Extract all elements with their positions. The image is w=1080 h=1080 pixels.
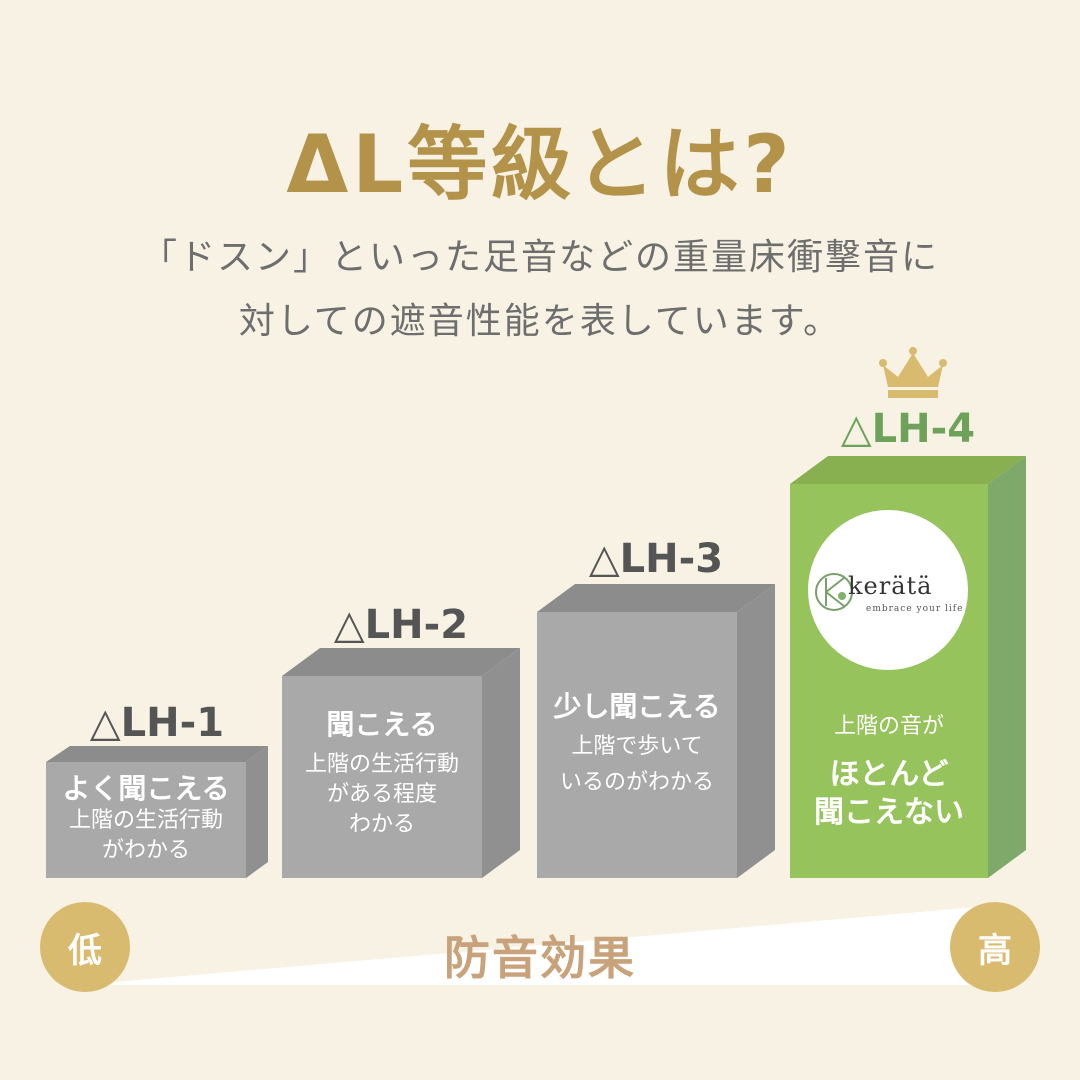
level-label-lh1: △LH-1	[89, 700, 225, 746]
subtitle-line-2: 対しての遮音性能を表しています。	[238, 301, 842, 342]
box-lh2-desc-3: わかる	[348, 812, 415, 837]
box-lh2-desc-2: がある程度	[326, 782, 437, 807]
box-lh1	[46, 746, 268, 878]
box-lh4-text: 上階の音が ほとんど 聞こえない	[790, 712, 988, 832]
box-lh2-heading: 聞こえる	[326, 708, 438, 741]
subtitle-line-1: 「ドスン」といった足音などの重量床衝撃音に	[140, 237, 939, 278]
brand-name: kerätä	[848, 572, 933, 600]
box-lh4-pre: 上階の音が	[833, 714, 944, 739]
level-label-lh2: △LH-2	[333, 602, 469, 648]
box-lh3-desc-1: 上階で歩いて	[571, 734, 703, 759]
box-lh2-text: 聞こえる 上階の生活行動 がある程度 わかる	[282, 708, 482, 840]
brand-logo-circle	[808, 510, 968, 670]
box-lh4-heading-2: 聞こえない	[814, 795, 964, 830]
box-lh4-heading-1: ほとんど	[829, 757, 949, 792]
box-lh3-heading: 少し聞こえる	[553, 690, 721, 723]
level-label-lh3: △LH-3	[588, 536, 724, 582]
box-lh2-desc-1: 上階の生活行動	[304, 752, 459, 777]
box-lh2	[282, 648, 520, 878]
low-circle: 低	[40, 902, 130, 992]
brand-tagline: embrace your life	[866, 604, 964, 614]
page-title: ΔL等級とは?	[286, 118, 794, 211]
effect-label: 防音効果	[444, 931, 636, 985]
box-lh1-text: よく聞こえる 上階の生活行動 がわかる	[46, 772, 246, 866]
effect-wedge	[80, 905, 1000, 985]
clover-logo-icon	[815, 573, 853, 611]
level-label-lh4: △LH-4	[840, 406, 976, 452]
box-lh3	[537, 584, 775, 878]
box-lh1-desc-2: がわかる	[101, 838, 190, 863]
crown-icon	[879, 347, 947, 398]
box-lh1-heading: よく聞こえる	[62, 772, 230, 805]
box-lh3-desc-2: いるのがわかる	[559, 770, 714, 795]
box-lh3-text: 少し聞こえる 上階で歩いて いるのがわかる	[537, 690, 737, 798]
box-lh1-desc-1: 上階の生活行動	[68, 808, 223, 833]
high-circle: 高	[950, 902, 1040, 992]
